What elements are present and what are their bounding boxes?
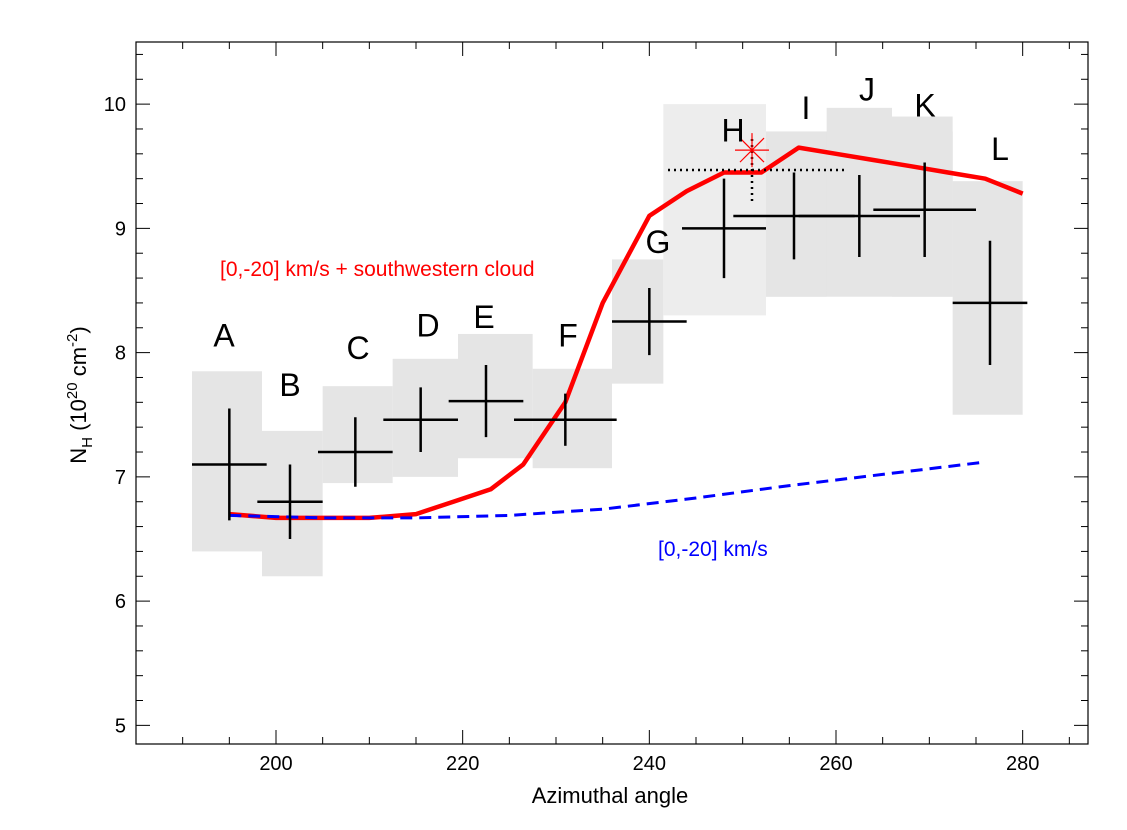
segment-label-b: B — [279, 367, 300, 403]
segment-label-d: D — [416, 307, 439, 343]
segment-label-g: G — [646, 224, 671, 260]
data-points — [192, 162, 1028, 539]
segment-label-j: J — [859, 71, 875, 107]
uncertainty-box-l — [952, 181, 1023, 415]
y-tick-label: 9 — [115, 218, 126, 240]
uncertainty-box-k — [892, 116, 953, 297]
uncertainty-box-a — [192, 371, 262, 552]
series-line-0-20-km-s — [229, 460, 986, 520]
segment-label-l: L — [991, 131, 1009, 167]
segment-label-h: H — [721, 112, 744, 148]
x-axis-title: Azimuthal angle — [532, 783, 689, 808]
y-axis-title: NH (1020 cm-2) — [64, 326, 96, 463]
plot-frame — [135, 41, 1089, 745]
uncertainty-box-h — [663, 104, 766, 316]
uncertainty-box-c — [322, 386, 393, 484]
uncertainty-box-e — [458, 333, 533, 459]
uncertainty-box-b — [262, 430, 323, 577]
x-tick-label: 200 — [259, 753, 292, 775]
asterisk-marker-stroke — [739, 137, 765, 163]
x-tick-label: 240 — [633, 753, 666, 775]
x-tick-label: 280 — [1006, 753, 1039, 775]
tick-labels: 200 220 240 260 280 5 6 7 8 9 10 — [104, 94, 1040, 775]
y-tick-label: 6 — [115, 591, 126, 613]
uncertainty-box-d — [392, 358, 458, 477]
y-tick-label: 8 — [115, 343, 126, 365]
uncertainty-boxes — [192, 104, 1023, 577]
uncertainty-box-i — [766, 131, 827, 297]
x-tick-label: 220 — [446, 753, 479, 775]
segment-label-c: C — [346, 330, 369, 366]
red-series-label: [0,-20] km/s + southwestern cloud — [220, 258, 535, 281]
reference-lines — [668, 138, 846, 202]
segment-label-a: A — [213, 317, 235, 353]
segment-label-k: K — [914, 88, 935, 124]
plot-axes — [135, 41, 1089, 745]
model-curves — [229, 145, 1024, 521]
markers — [735, 133, 769, 168]
x-tick-label: 260 — [819, 753, 852, 775]
blue-series-label: [0,-20] km/s — [658, 538, 768, 561]
segment-label-i: I — [802, 90, 811, 126]
segment-label-e: E — [473, 299, 494, 335]
segment-label-f: F — [558, 317, 578, 353]
y-tick-label: 5 — [115, 715, 126, 737]
y-tick-label: 10 — [104, 94, 126, 116]
y-tick-label: 7 — [115, 467, 126, 489]
